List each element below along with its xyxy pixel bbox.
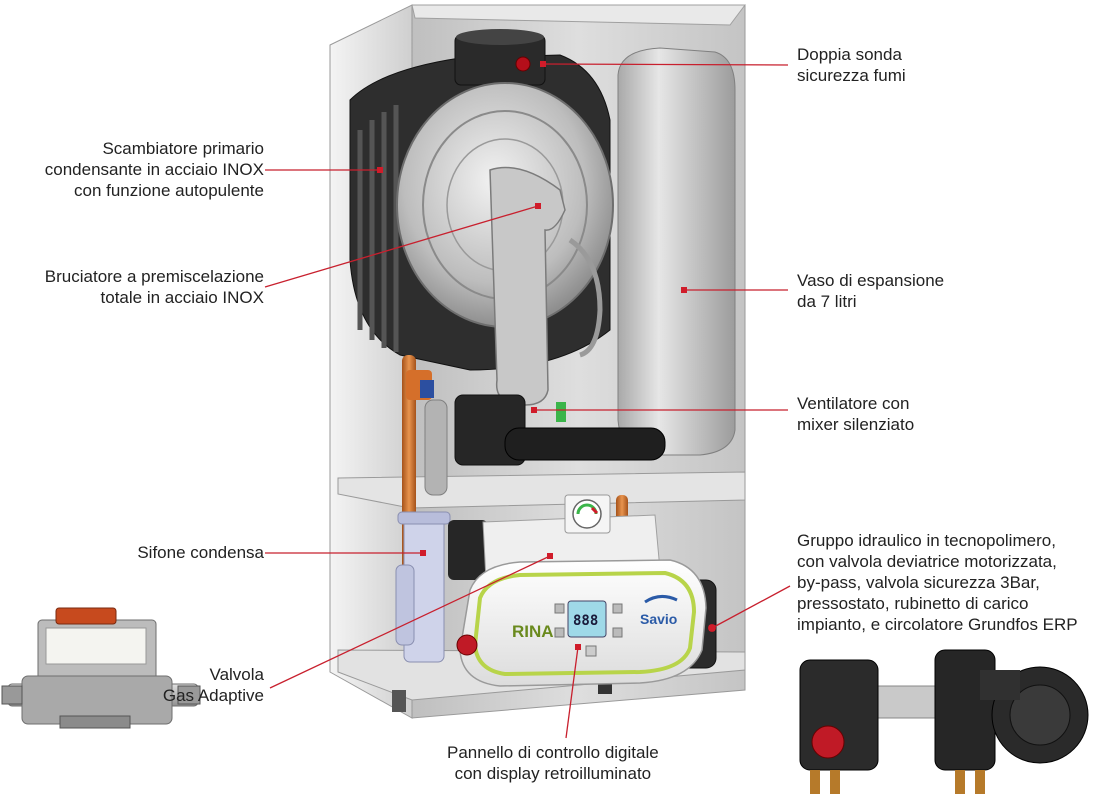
label-line: con valvola deviatrice motorizzata, [797,552,1057,571]
gas-valve-image [1,607,201,729]
label-line: Valvola [209,665,265,684]
label-line: condensante in acciaio INOX [44,160,264,179]
label-line: Vaso di espansione [797,271,945,290]
markers [377,61,715,650]
label-line: con display retroilluminato [454,764,652,783]
label-line: pressostato, rubinetto di carico [797,594,1029,613]
label-doppia-sonda: Doppia sonda sicurezza fumi [797,44,906,86]
label-line: con funzione autopulente [74,181,264,200]
hydraulic-group-image [799,649,1089,794]
label-valvola: Valvola Gas Adaptive [163,664,264,706]
expansion-vessel [617,47,736,456]
label-sifone: Sifone condensa [137,542,264,563]
label-line: Pannello di controllo digitale [447,743,659,762]
label-line: mixer silenziato [797,415,915,434]
label-bruciatore: Bruciatore a premiscelazione totale in a… [45,266,264,308]
brand-rina: RINA [512,622,554,641]
label-ventilatore: Ventilatore con mixer silenziato [797,393,914,435]
label-gruppo: Gruppo idraulico in tecnopolimero, con v… [797,530,1078,635]
panel-brand-left: RINA [512,622,554,641]
label-line: totale in acciaio INOX [100,288,264,307]
label-line: by-pass, valvola sicurezza 3Bar, [797,573,1040,592]
label-line: Gas Adaptive [162,686,264,705]
heat-exchanger [349,29,614,406]
control-panel [456,494,707,687]
label-line: Scambiatore primario [102,139,264,158]
label-line: sicurezza fumi [797,66,906,85]
fan-mixer [454,394,666,466]
label-scambiatore: Scambiatore primario condensante in acci… [45,138,264,201]
condensate-siphon [395,511,451,663]
label-line: da 7 litri [797,292,857,311]
label-vaso: Vaso di espansione da 7 litri [797,270,944,312]
label-line: Sifone condensa [137,543,264,562]
label-line: Ventilatore con [797,394,910,413]
label-line: impianto, e circolatore Grundfos ERP [797,615,1078,634]
label-pannello: Pannello di controllo digitale con displ… [447,742,659,784]
label-line: Bruciatore a premiscelazione [44,267,264,286]
brand-savio: Savio [640,611,677,627]
display-digits: 888 [573,613,598,629]
label-line: Doppia sonda [797,45,902,64]
leader-lines [264,63,791,739]
label-line: Gruppo idraulico in tecnopolimero, [797,531,1056,550]
